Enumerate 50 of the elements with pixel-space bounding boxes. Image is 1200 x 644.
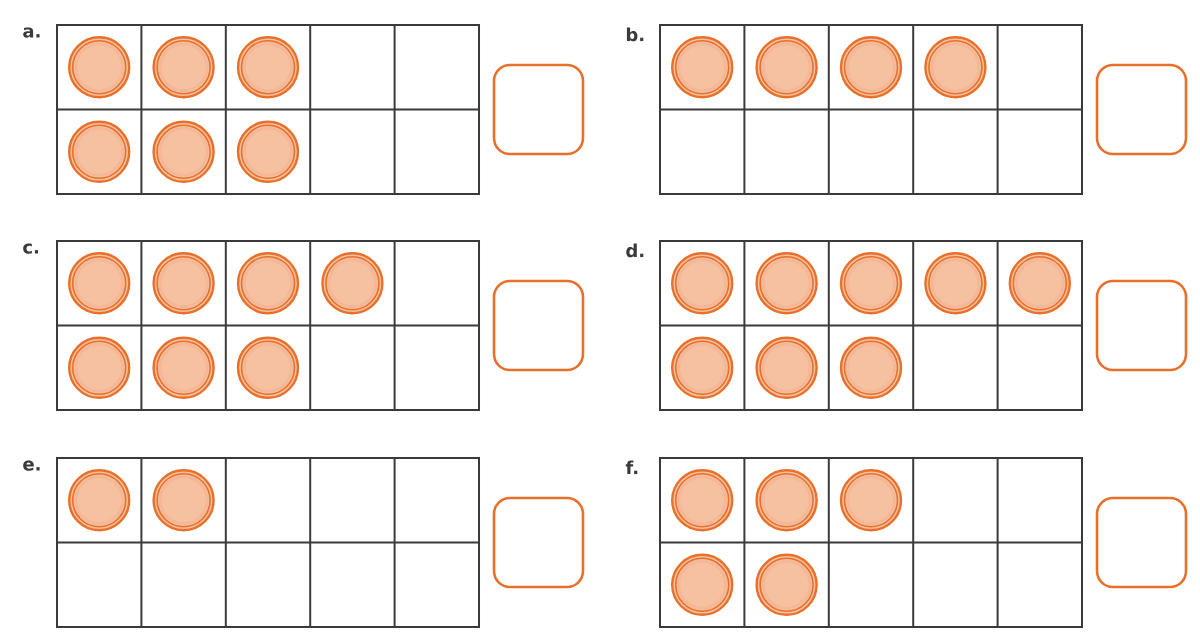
answer-box	[492, 63, 585, 156]
panel-letter: c.	[23, 243, 39, 254]
ten-frame	[56, 24, 480, 195]
counter	[152, 36, 215, 99]
counter	[1008, 252, 1071, 315]
counter	[671, 469, 734, 532]
ten-frame	[56, 457, 480, 628]
counter	[236, 120, 300, 183]
counter	[839, 336, 903, 399]
panel-letter: a.	[23, 27, 40, 38]
counter	[236, 336, 300, 399]
answer-box	[492, 279, 585, 372]
ten-frame	[659, 457, 1083, 628]
counter	[924, 36, 987, 99]
counter	[671, 553, 734, 616]
panel-letter: b.	[626, 27, 644, 42]
counter	[68, 252, 131, 315]
panel-letter: e.	[23, 460, 40, 471]
counter	[755, 36, 818, 99]
counter	[839, 252, 903, 315]
counter	[152, 120, 215, 183]
answer-box	[1095, 279, 1188, 372]
counter	[755, 469, 818, 532]
counter	[755, 252, 818, 315]
counter	[671, 36, 734, 99]
counter	[839, 469, 903, 532]
counter	[152, 252, 215, 315]
counter	[671, 252, 734, 315]
counter	[924, 252, 987, 315]
counter	[152, 469, 215, 532]
ten-frame	[56, 240, 480, 411]
answer-box	[1095, 63, 1188, 156]
ten-frame	[659, 24, 1083, 195]
counter	[755, 553, 818, 616]
counter	[671, 336, 734, 399]
answer-box	[492, 496, 585, 589]
counter	[839, 36, 903, 99]
counter	[236, 36, 300, 99]
counter	[152, 336, 215, 399]
counter	[68, 36, 131, 99]
counter	[68, 469, 131, 532]
ten-frame	[659, 240, 1083, 411]
answer-box	[1095, 496, 1188, 589]
counter	[68, 336, 131, 399]
panel-letter: d.	[626, 243, 644, 258]
counter	[321, 252, 384, 315]
counter	[68, 120, 131, 183]
panel-letter: f.	[625, 460, 638, 475]
counter	[236, 252, 300, 315]
counter	[755, 336, 818, 399]
